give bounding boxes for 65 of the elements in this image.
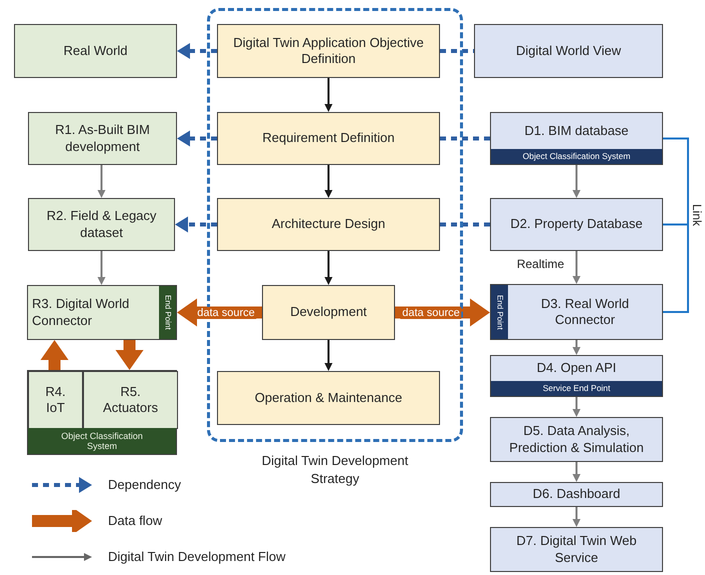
strip-text: End Point (163, 295, 172, 330)
arrow (572, 507, 580, 527)
box-text: R1. As-Built BIM development (54, 122, 151, 155)
legend-text: Dependency (108, 476, 181, 494)
process-box (217, 198, 440, 251)
arrow (572, 397, 580, 417)
process-box (83, 371, 178, 429)
process-box (490, 482, 663, 507)
box-text: D5. Data Analysis, Prediction & Simulation (508, 423, 645, 456)
box-text: R2. Field & Legacy dataset (46, 208, 158, 241)
box-text: D2. Property Database (510, 216, 643, 233)
box-text: Digital World View (516, 42, 621, 60)
box-text: D7. Digital Twin Web Service (515, 533, 638, 566)
box-footer-text: Object Classification System (522, 152, 630, 161)
dependency-arrow (175, 218, 217, 231)
process-box (14, 24, 177, 78)
box-text: Development (290, 304, 367, 321)
arrow (324, 251, 332, 285)
process-box (217, 112, 440, 165)
process-box (262, 285, 395, 340)
arrow (572, 165, 580, 198)
box-title: D3. Real World Connector (540, 296, 630, 328)
group-caption: Digital Twin Development Strategy (260, 452, 410, 488)
dependency-arrow (177, 44, 217, 58)
process-box (490, 355, 663, 397)
arrow (98, 165, 106, 198)
legend-text: Data flow (108, 512, 162, 530)
edge-label: Link (691, 204, 703, 226)
box-footer-text: Service End Point (542, 384, 610, 393)
box-title: D4. Open API (536, 360, 616, 377)
box-text: Real World (63, 42, 128, 60)
legend-text: Digital Twin Development Flow (108, 548, 286, 566)
box-title: D1. BIM database (524, 122, 629, 140)
group-box (27, 370, 177, 455)
process-box (490, 284, 663, 340)
box-text: D6. Dashboard (532, 486, 620, 503)
box-text: Digital Twin Application Objective Definition (232, 34, 425, 68)
process-box (28, 371, 83, 429)
box-text: R5. Actuators (102, 384, 159, 416)
arrow (324, 78, 332, 112)
process-box (474, 24, 663, 78)
box-text: Architecture Design (272, 216, 386, 233)
process-box (217, 24, 440, 78)
arrow (324, 340, 332, 371)
box-title: R3. Digital World Connector (32, 296, 130, 329)
arrow (98, 251, 106, 285)
box-text: Operation & Maintenance (254, 390, 402, 406)
process-box (490, 527, 663, 572)
box-text: R4. IoT (44, 384, 67, 416)
process-box (217, 371, 440, 425)
process-box (28, 198, 175, 251)
process-box (490, 198, 663, 251)
process-box (490, 112, 663, 165)
dependency-arrow (177, 132, 217, 145)
box-text: Requirement Definition (262, 130, 395, 147)
process-box (28, 112, 177, 165)
process-box (490, 417, 663, 462)
strip-text: End Point (495, 294, 504, 330)
arrow (572, 340, 580, 355)
edge-label: Realtime (514, 258, 566, 270)
arrow (324, 165, 332, 198)
process-box (27, 285, 177, 340)
box-footer-text: Object Classification System (60, 430, 144, 452)
arrow (572, 251, 580, 284)
arrow (572, 462, 580, 482)
